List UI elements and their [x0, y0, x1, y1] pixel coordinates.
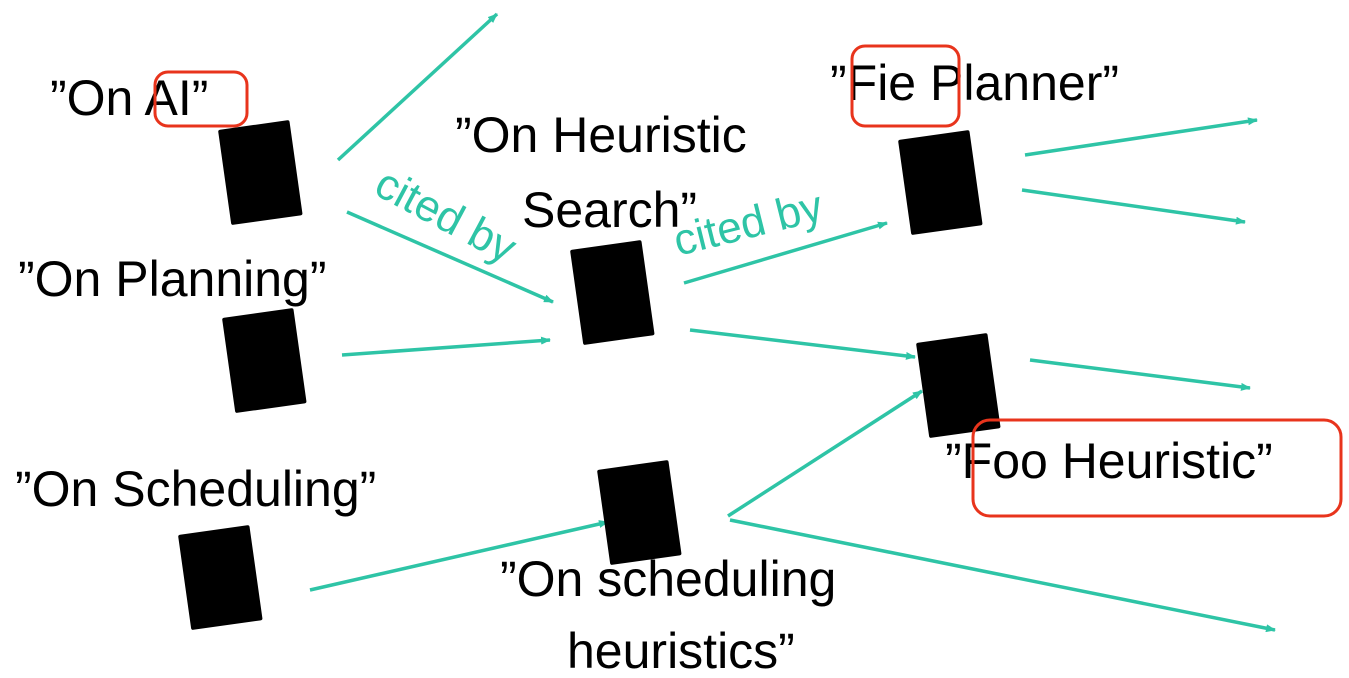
citation-arrow [1024, 117, 1258, 157]
notebook-icon [222, 307, 307, 414]
notebook-icon [916, 332, 1001, 439]
paper-title-on-heuristic-search-line2: Search” [522, 182, 697, 238]
citation-arrow [1029, 358, 1251, 391]
citation-edges [309, 12, 1276, 633]
citation-arrow [729, 518, 1276, 633]
paper-title-on-heuristic-search: ”On Heuristic [455, 107, 747, 163]
citation-arrow [727, 389, 923, 518]
paper-title-foo-heuristic: ”Foo Heuristic” [945, 433, 1273, 489]
paper-title-on-scheduling-heuristics: ”On scheduling [500, 551, 836, 607]
citation-arrow [683, 221, 888, 285]
paper-title-on-ai: ”On AI” [50, 70, 208, 126]
notebook-icon [178, 524, 263, 631]
citation-arrow [689, 328, 916, 360]
highlight-box-fie [850, 44, 961, 128]
citation-arrow [341, 336, 551, 357]
paper-title-on-scheduling: ”On Scheduling” [15, 461, 376, 517]
citation-arrow [1021, 188, 1246, 225]
citation-arrow [346, 210, 554, 304]
notebook-icon [898, 129, 983, 236]
citation-arrow [336, 12, 499, 162]
notebook-icon [570, 239, 655, 346]
citation-arrow [309, 520, 609, 592]
notebook-icon [218, 119, 303, 226]
paper-title-fie-planner: ”Fie Planner” [830, 55, 1119, 111]
paper-title-on-scheduling-heuristics-line2: heuristics” [567, 623, 795, 678]
highlight-box-ai [153, 70, 249, 128]
highlight-box-foo-heuristic [971, 418, 1343, 518]
notebook-icon [597, 459, 682, 566]
paper-title-on-planning: ”On Planning” [18, 251, 327, 307]
